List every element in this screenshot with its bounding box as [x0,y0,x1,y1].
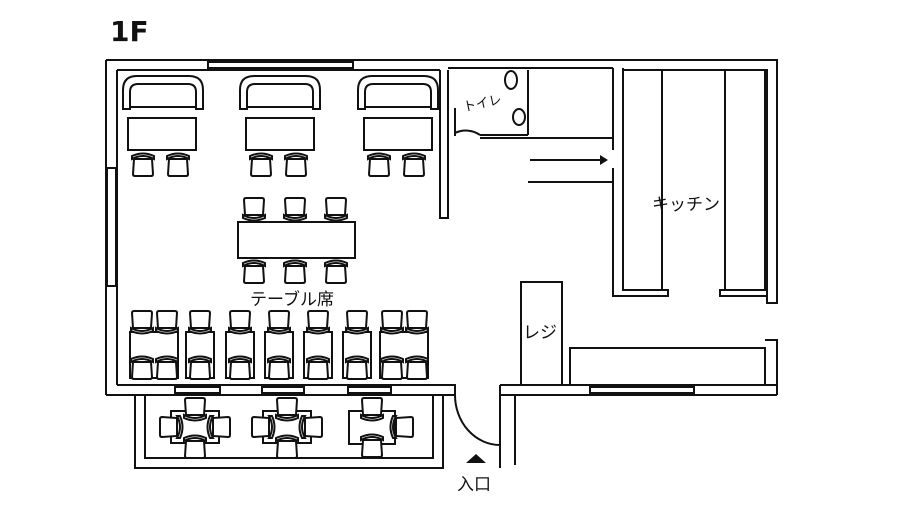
chair [306,310,330,335]
chair [188,310,212,335]
chair [380,355,404,380]
chair [206,415,231,439]
chair [405,310,429,335]
chair [155,310,179,335]
toilet-bowl-icon [504,70,518,90]
furniture [122,75,439,459]
kitchen-label: キッチン [652,195,720,215]
chair [183,397,207,422]
chair [228,310,252,335]
chair [242,259,266,284]
register-label: レジ [523,323,557,343]
walls [105,59,778,469]
window-bottom [589,386,695,394]
register-counter [520,281,563,386]
chair [249,152,273,177]
stairs [528,137,613,183]
chair [345,310,369,335]
chair [275,434,299,459]
sofa [239,75,321,110]
chair [306,355,330,380]
table [363,117,433,151]
chair [188,355,212,380]
chair [389,415,414,439]
window-left [106,167,117,287]
sofa [122,75,204,110]
chair [251,415,276,439]
chair [228,355,252,380]
chair [267,310,291,335]
chair [130,310,154,335]
chair [131,152,155,177]
chair [242,197,266,222]
table-seating-label: テーブル席 [250,289,334,310]
chair [298,415,323,439]
table [127,117,197,151]
floor-label: 1F [110,15,149,48]
chair [166,152,190,177]
chair [380,310,404,335]
chair [405,355,429,380]
counter [569,347,766,386]
window-top [207,61,354,69]
chair [324,197,348,222]
table [237,221,356,259]
chair [345,355,369,380]
chair [367,152,391,177]
chair [360,433,384,458]
chair [402,152,426,177]
entrance-door[interactable] [454,394,501,446]
sink-icon [512,108,526,126]
chair [155,355,179,380]
chair [283,197,307,222]
table [245,117,315,151]
sofa [357,75,439,110]
chair [324,259,348,284]
chair [130,355,154,380]
chair [183,434,207,459]
chair [283,259,307,284]
chair [159,415,184,439]
entrance-arrow-icon [466,454,486,463]
chair [360,397,384,422]
chair [267,355,291,380]
stairs-arrow-icon [600,155,608,165]
toilet-label: トイレ [462,93,503,116]
chair [284,152,308,177]
entrance-label: 入口 [457,475,491,495]
chair [275,397,299,422]
